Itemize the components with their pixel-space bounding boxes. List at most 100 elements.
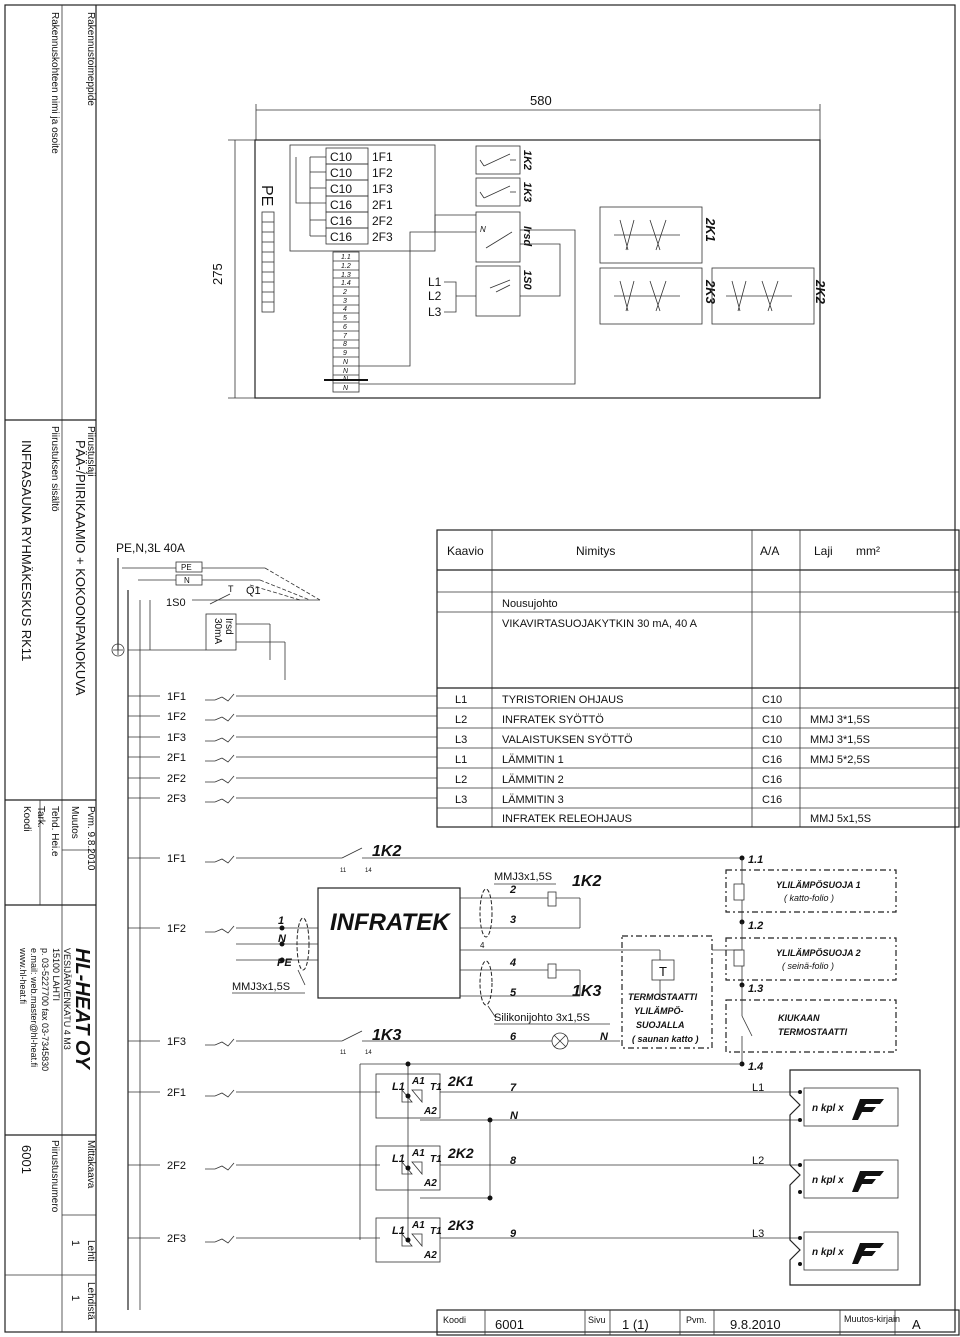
cable-label-2: MMJ3x1,5S <box>494 871 552 883</box>
sauna-heater-thermostat-box <box>725 999 897 1053</box>
infratek-unit <box>317 887 461 999</box>
wire-7: 7 <box>510 1082 517 1094</box>
earth-icon <box>111 643 125 657</box>
company-address-2: 15100 LAHTI <box>51 948 61 1001</box>
terminal-label: N <box>343 385 349 392</box>
table-cell: C16 <box>762 794 782 806</box>
pe-terminal-label: PE <box>181 563 192 572</box>
pe-terminal <box>175 561 203 573</box>
scale-label: Mittakaava <box>85 1140 96 1189</box>
sheets-total: 1 <box>69 1295 81 1301</box>
overheat-1-text-2: ( katto-folio ) <box>784 893 834 903</box>
terminal-label: 1.1 <box>341 254 351 261</box>
thermostat-box <box>651 959 675 981</box>
circuit-label: 2F3 <box>167 1233 186 1245</box>
point-label: 1.2 <box>748 920 763 932</box>
breaker-row: C16 2F1 <box>325 195 393 213</box>
thyristor-2K3: 2K3 <box>599 267 718 325</box>
thermostat-symbol: T <box>659 964 667 979</box>
circuit-label: 2F1 <box>167 1087 186 1099</box>
contactor-1k2-coil: 1K2 <box>572 873 601 890</box>
table-cell: MMJ 3*1,5S <box>810 734 870 746</box>
breaker-label: 2F1 <box>167 752 186 764</box>
thermostat-text-4: ( saunan katto ) <box>632 1034 699 1044</box>
table-cell: VIKAVIRTASUOJAKYTKIN 30 mA, 40 A <box>502 618 698 630</box>
breaker-id: 2F3 <box>372 230 393 244</box>
terminal-n: N <box>278 933 287 945</box>
thyristor-t1: T1 <box>430 1154 442 1165</box>
table-cell: INFRATEK SYÖTTÖ <box>502 714 604 726</box>
contact-number: 11 <box>340 868 347 874</box>
lamp-icon <box>551 1032 569 1050</box>
contactor-1K3: 1K3 <box>475 177 533 207</box>
overheat-1-box <box>725 869 897 913</box>
n-terminal-label: N <box>184 576 190 585</box>
table-cell: LÄMMITIN 3 <box>502 794 564 806</box>
silicone-cable-label: Silikonijohto 3x1,5S <box>494 1012 590 1024</box>
sheet-number: 1 <box>69 1240 81 1246</box>
line-l3: L3 <box>752 1228 764 1240</box>
table-cell: L3 <box>455 794 467 806</box>
circuit-label: 1F2 <box>167 923 186 935</box>
breaker-id: 2F1 <box>372 198 393 212</box>
breaker-row: C10 1F3 <box>325 179 393 197</box>
sheets-label: Lehdistä <box>85 1282 96 1320</box>
contactor-1k3-label: 1K3 <box>372 1027 401 1044</box>
wire-4: 4 <box>509 957 516 969</box>
main-switch-module: 1S0 <box>475 265 533 317</box>
thyristor-a2: A2 <box>423 1250 437 1261</box>
breaker-rating: C16 <box>330 198 352 212</box>
header-mm2: mm² <box>856 544 880 558</box>
title-block-left: Rakennustoimeppide Rakennuskohteen nimi … <box>18 12 96 1320</box>
heater-group-outline <box>789 1069 921 1286</box>
client-label: Rakennustoimeppide <box>85 12 96 106</box>
thyristor-2k1-block <box>375 1073 441 1119</box>
contactor-1k2-label: 1K2 <box>372 843 401 860</box>
breaker-id: 1F3 <box>372 182 393 196</box>
address-label: Rakennuskohteen nimi ja osoite <box>49 12 60 154</box>
table-cell: MMJ 5x1,5S <box>810 813 871 825</box>
enclosure-layout: 580 275 PE C10 1F1 C10 1F2 C10 <box>210 93 828 399</box>
terminal-1: 1 <box>278 915 284 927</box>
phase-label: L2 <box>428 289 442 303</box>
overheat-2-text-1: YLILÄMPÖSUOJA 2 <box>776 948 861 958</box>
overheat-2-box <box>725 937 897 981</box>
drawing-content-label: Piirustuksen sisältö <box>49 426 60 512</box>
thyristor-label: 2K2 <box>813 279 828 305</box>
circuit-label: 1F1 <box>167 853 186 865</box>
line-l2: L2 <box>752 1155 764 1167</box>
header-laji: Laji <box>814 544 833 558</box>
terminal-label: 5 <box>343 315 347 322</box>
pvm-value: 9.8.2010 <box>730 1317 781 1332</box>
table-cell: C10 <box>762 694 782 706</box>
main-switch-label: 1S0 <box>166 597 186 609</box>
overheat-1-text-1: YLILÄMPÖSUOJA 1 <box>776 880 861 890</box>
phase-label: L3 <box>428 305 442 319</box>
sivu-value: 1 (1) <box>622 1317 649 1332</box>
drawing-number: 6001 <box>19 1145 34 1174</box>
drawing-content: INFRASAUNA RYHMÄKESKUS RK11 <box>19 440 34 661</box>
cable-label-1: MMJ3x1,5S <box>232 981 290 993</box>
table-cell: C16 <box>762 774 782 786</box>
kiuas-text-1: KIUKAAN <box>778 1013 820 1023</box>
thyristor-a1: A1 <box>411 1220 425 1231</box>
sheet-label: Lehti <box>85 1240 96 1262</box>
changes-label: Muutos <box>69 806 80 839</box>
pvm-label: Pvm. <box>686 1315 707 1325</box>
table-cell: L2 <box>455 714 467 726</box>
company-name: HL-HEAT OY <box>71 948 93 1070</box>
thermostat-text-1: TERMOSTAATTI <box>628 992 698 1002</box>
table-cell: MMJ 5*2,5S <box>810 754 870 766</box>
point-label: 1.4 <box>748 1061 763 1073</box>
thyristor-2K2: 2K2 <box>711 267 828 325</box>
thyristor-label: 2K1 <box>703 217 718 242</box>
thyristor-a1: A1 <box>411 1148 425 1159</box>
terminal-label: N <box>343 359 349 366</box>
main-schematic: 1F1 1K2 11 14 1.1 INFRATEK 1F2 1 N PE MM… <box>128 843 921 1286</box>
thyristor-2k3-label: 2K3 <box>447 1217 474 1233</box>
wire-9: 9 <box>510 1228 517 1240</box>
breaker-row: C10 1F1 <box>325 147 393 165</box>
heater-count: n kpl x <box>812 1247 844 1258</box>
rcd-module: N Irsd <box>475 211 533 263</box>
